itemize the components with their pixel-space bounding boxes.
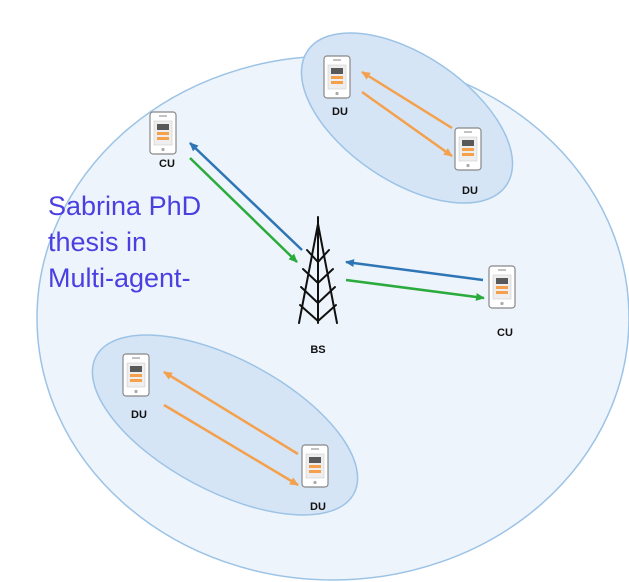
du-cluster-bottom [91,334,359,516]
du-label-bottom-left: DU [131,409,147,421]
cu-label-right: CU [497,327,513,339]
arrow-du-bottom-left-to-right [163,403,299,487]
arrow-du-top-right-to-left [361,70,453,130]
overlay-caption-line-2: thesis in [48,227,148,257]
du-label-top-right: DU [462,185,478,197]
mobile-device-icon [323,55,351,99]
arrow-cu-right-to-bs [345,259,484,282]
overlay-caption: Sabrina PhD thesis in Multi-agent- [48,188,258,296]
overlay-caption-line-1: Sabrina PhD [48,191,202,221]
arrow-bs-to-cu-right [345,278,485,301]
mobile-device-icon [488,265,516,309]
arrow-du-bottom-right-to-left [163,370,299,456]
mobile-device-icon [149,111,177,155]
base-station-label: BS [310,344,325,356]
arrow-cu-left-to-bs [189,157,298,263]
mobile-device-icon [301,444,329,488]
mobile-device-icon [122,353,150,397]
cell-tower-icon [298,216,338,324]
cu-label-left: CU [159,158,175,170]
mobile-device-icon [454,127,482,171]
overlay-caption-line-3: Multi-agent- [48,263,191,293]
du-label-top-left: DU [332,106,348,118]
arrow-bs-to-cu-left [189,142,303,251]
du-label-bottom-right: DU [310,501,326,513]
arrow-du-top-left-to-right [361,90,453,158]
